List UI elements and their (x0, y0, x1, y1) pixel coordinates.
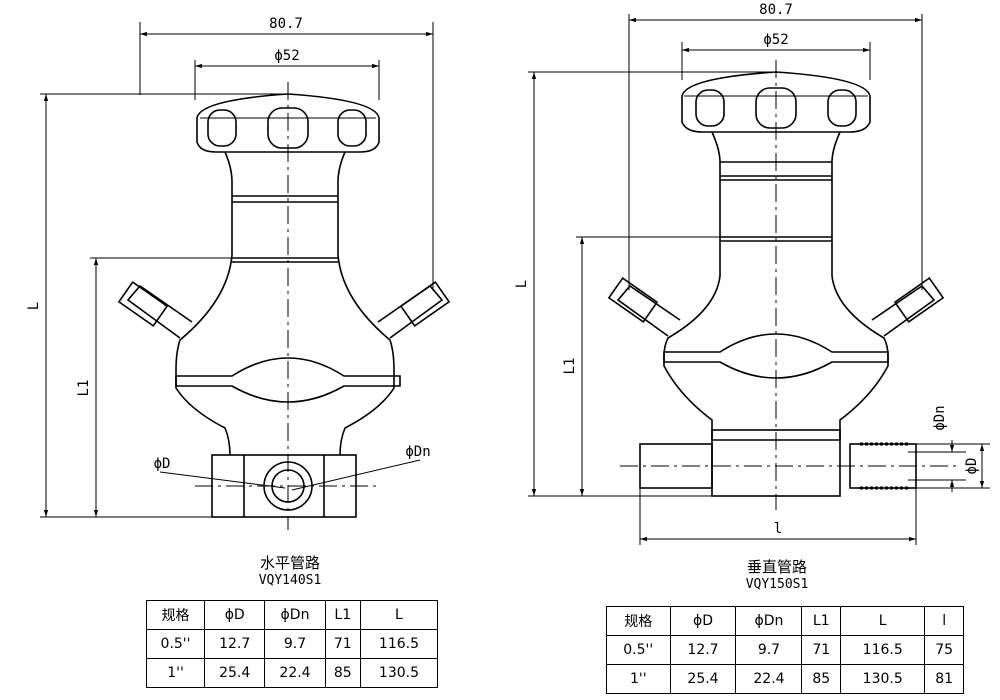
table-header-cell: 规格 (606, 606, 671, 636)
table-header-cell: ϕD (204, 600, 266, 630)
right-dim-cap: ϕ52 (763, 32, 788, 48)
table-header-cell: L1 (801, 606, 842, 636)
table-header-cell: ϕDn (264, 600, 326, 630)
table-cell: 85 (324, 658, 361, 688)
right-spec-table: 规格 ϕD ϕDn L1 L l 0.5'' 12.7 9.7 71 116.5… (606, 606, 964, 694)
left-dim-Dn: ϕDn (405, 444, 430, 460)
table-cell: 25.4 (204, 658, 266, 688)
table-cell: 75 (924, 635, 964, 665)
table-cell: 85 (801, 664, 842, 694)
table-cell: 116.5 (359, 629, 439, 659)
right-dim-D: ϕD (964, 458, 980, 475)
right-barb-right (871, 277, 945, 337)
right-body (663, 131, 889, 440)
table-cell: 81 (924, 664, 964, 694)
table-cell: 9.7 (735, 635, 803, 665)
left-dim-cap: ϕ52 (274, 48, 299, 64)
right-dim-L: L (514, 280, 530, 288)
right-dim-L1: L1 (562, 358, 578, 375)
table-cell: 0.5'' (145, 629, 206, 659)
table-header-cell: L (840, 606, 926, 636)
table-header-cell: L (359, 600, 439, 630)
left-body (175, 151, 395, 456)
left-barb-left (117, 281, 193, 339)
table-row: 1'' 25.4 22.4 85 130.5 (145, 658, 439, 688)
left-model: VQY140S1 (258, 573, 322, 588)
table-header-row: 规格 ϕD ϕDn L1 L (145, 600, 439, 630)
table-row: 1'' 25.4 22.4 85 130.5 81 (606, 664, 964, 694)
table-cell: 130.5 (359, 658, 439, 688)
left-barb-right (377, 281, 451, 339)
right-dim-l: l (774, 521, 782, 537)
table-cell: 1'' (145, 658, 206, 688)
table-cell: 25.4 (669, 664, 737, 694)
table-header-row: 规格 ϕD ϕDn L1 L l (606, 606, 964, 636)
left-valve-drawing (117, 93, 451, 518)
left-title: 水平管路 (259, 554, 320, 572)
table-row: 0.5'' 12.7 9.7 71 116.5 (145, 629, 439, 659)
table-cell: 116.5 (840, 635, 926, 665)
table-cell: 22.4 (735, 664, 803, 694)
left-caption: 水平管路 VQY140S1 (210, 552, 370, 588)
left-dim-D: ϕD (154, 456, 171, 472)
table-cell: 12.7 (204, 629, 266, 659)
table-cell: 71 (324, 629, 361, 659)
right-dim-width: 80.7 (759, 2, 793, 18)
right-knob (681, 71, 871, 133)
table-header-cell: L1 (324, 600, 361, 630)
right-title: 垂直管路 (746, 558, 807, 576)
table-row: 0.5'' 12.7 9.7 71 116.5 75 (606, 635, 964, 665)
table-cell: 1'' (606, 664, 671, 694)
left-dim-L: L (26, 302, 42, 310)
right-valve-drawing (607, 71, 945, 497)
table-header-cell: 规格 (145, 600, 206, 630)
table-cell: 12.7 (669, 635, 737, 665)
table-cell: 9.7 (264, 629, 326, 659)
table-cell: 0.5'' (606, 635, 671, 665)
left-dim-width: 80.7 (269, 16, 303, 32)
table-header-cell: ϕD (669, 606, 737, 636)
left-dim-L1: L1 (76, 380, 92, 397)
table-cell: 130.5 (840, 664, 926, 694)
right-dim-Dn: ϕDn (932, 405, 948, 430)
left-knob (196, 93, 380, 153)
table-header-cell: l (924, 606, 964, 636)
table-header-cell: ϕDn (735, 606, 803, 636)
left-spec-table: 规格 ϕD ϕDn L1 L 0.5'' 12.7 9.7 71 116.5 1… (145, 600, 439, 688)
table-cell: 22.4 (264, 658, 326, 688)
right-caption: 垂直管路 VQY150S1 (697, 556, 857, 592)
table-cell: 71 (801, 635, 842, 665)
right-model: VQY150S1 (745, 577, 809, 592)
right-barb-left (607, 277, 681, 337)
